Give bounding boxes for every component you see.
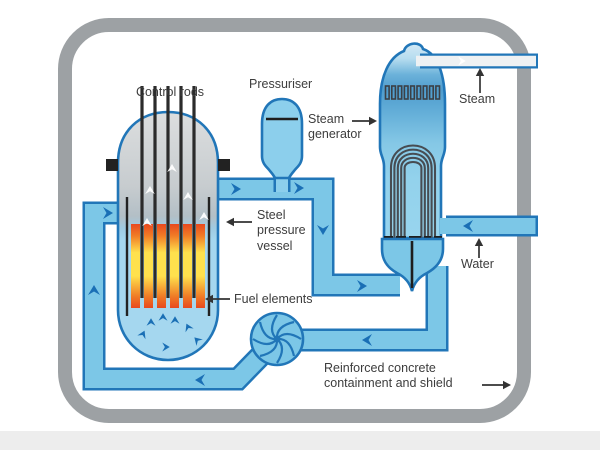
containment-arrow-icon (503, 380, 511, 390)
cold-leg-pipe (277, 266, 446, 349)
steam-generator-arrow-icon (369, 116, 377, 126)
core-shroud (125, 197, 211, 316)
reactor-pressure-vessel (106, 86, 230, 362)
label-fuel-elements: Fuel elements (234, 292, 313, 306)
water-pipe (440, 215, 538, 237)
fuel-element (131, 224, 140, 308)
pressuriser-vessel (260, 97, 304, 180)
label-control-rods: Control rods (135, 85, 205, 99)
fuel-element (144, 224, 153, 308)
label-containment: Reinforced concrete containment and shie… (324, 361, 453, 391)
water-arrow-icon (474, 238, 484, 246)
fuel-element (183, 224, 192, 308)
fuel-element (196, 224, 205, 308)
label-steam-generator: Steam generator (308, 112, 362, 142)
label-steam: Steam (459, 92, 496, 106)
steam-pipe (416, 53, 538, 69)
u-tubes (389, 144, 437, 238)
steam-generator-vessel (378, 42, 538, 292)
fuel-element (157, 224, 166, 308)
coolant-pump (249, 311, 305, 367)
fuel-elements-group (131, 224, 205, 308)
steam-arrow-icon (475, 68, 485, 76)
control-rods-group (140, 86, 196, 298)
pressure-vessel-arrow-icon (226, 217, 234, 227)
pump-hub (273, 335, 281, 343)
label-steel-pressure-vessel: Steel pressure vessel (257, 208, 306, 253)
pressuriser-body (260, 97, 304, 180)
fuel-element (170, 224, 179, 308)
vessel-lug-right (218, 159, 230, 171)
vessel-lug-left (106, 159, 118, 171)
moisture-separators (384, 85, 441, 100)
label-water: Water (461, 257, 494, 271)
background-strip (0, 431, 600, 450)
label-arrows (205, 68, 511, 390)
return-pipe (85, 204, 279, 388)
label-pressuriser: Pressuriser (249, 77, 313, 91)
